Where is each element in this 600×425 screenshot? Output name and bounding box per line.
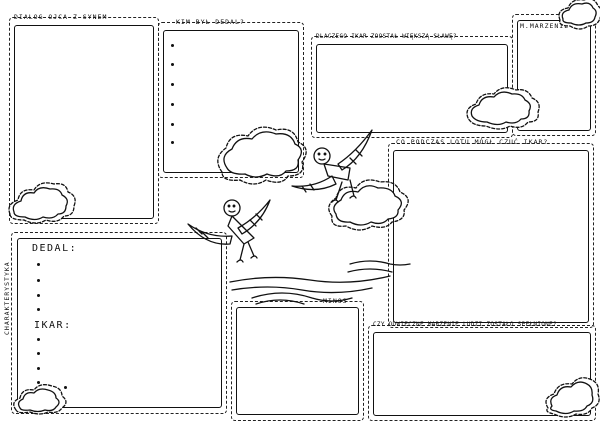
co-podczas-panel[interactable] [393, 150, 589, 323]
kim-bullet [171, 63, 174, 66]
marzenie-label: M.MARZENIE [520, 22, 570, 30]
dedal-bullet [37, 279, 40, 282]
kim-bullet [171, 44, 174, 47]
sea-waves-icon [229, 260, 411, 305]
cloud-icon [217, 126, 307, 185]
cloud-icon [13, 384, 67, 415]
ikar-bullet [37, 352, 40, 355]
charakterystyka-frame [11, 232, 227, 414]
cloud-icon [8, 182, 76, 224]
ikar-label: IKAR: [34, 320, 72, 331]
odwieczne-frame [368, 325, 596, 421]
dialog-label: DIALOG OJCA Z SYNEM [14, 13, 108, 21]
kim-frame [158, 22, 304, 178]
dedal-label: DEDAL: [32, 243, 78, 254]
dedal-bullet [37, 263, 40, 266]
kim-bullet [171, 123, 174, 126]
kim-bullet [171, 141, 174, 144]
dedal-bullet [37, 308, 40, 311]
kim-bullet [171, 83, 174, 86]
cloud-icon [328, 179, 409, 231]
ikar-bullet [37, 367, 40, 370]
charakterystyka-panel[interactable] [17, 238, 222, 408]
flying-figure-icon [187, 199, 271, 263]
cloud-icon [545, 377, 600, 418]
kim-bullet [171, 103, 174, 106]
cloud-icon [558, 0, 600, 30]
kim-label: KIM BYŁ DEDAL? [176, 18, 245, 26]
minos-panel[interactable] [236, 307, 359, 415]
ikar-bullet [64, 386, 67, 389]
ikar-bullet [37, 338, 40, 341]
ikar-bullet [37, 381, 40, 384]
dlaczego-label: DLACZEGO IKAR ZOOSTAŁ WIĘKSZĄ SŁAWĘ? [316, 33, 457, 40]
marzenie-frame [512, 14, 596, 136]
co-podczas-label: CO PODCZAS LOTU MÓGŁ CZUĆ IKAR? [396, 138, 549, 146]
cloud-icon [466, 87, 540, 130]
co-podczas-frame [388, 143, 594, 328]
flying-figure-icon [291, 129, 373, 203]
dedal-bullet [37, 294, 40, 297]
czy-odwieczne-label: CZY ODWIECZNE MARZENIE LUDZI ZOSTAŁO SPE… [373, 321, 557, 328]
